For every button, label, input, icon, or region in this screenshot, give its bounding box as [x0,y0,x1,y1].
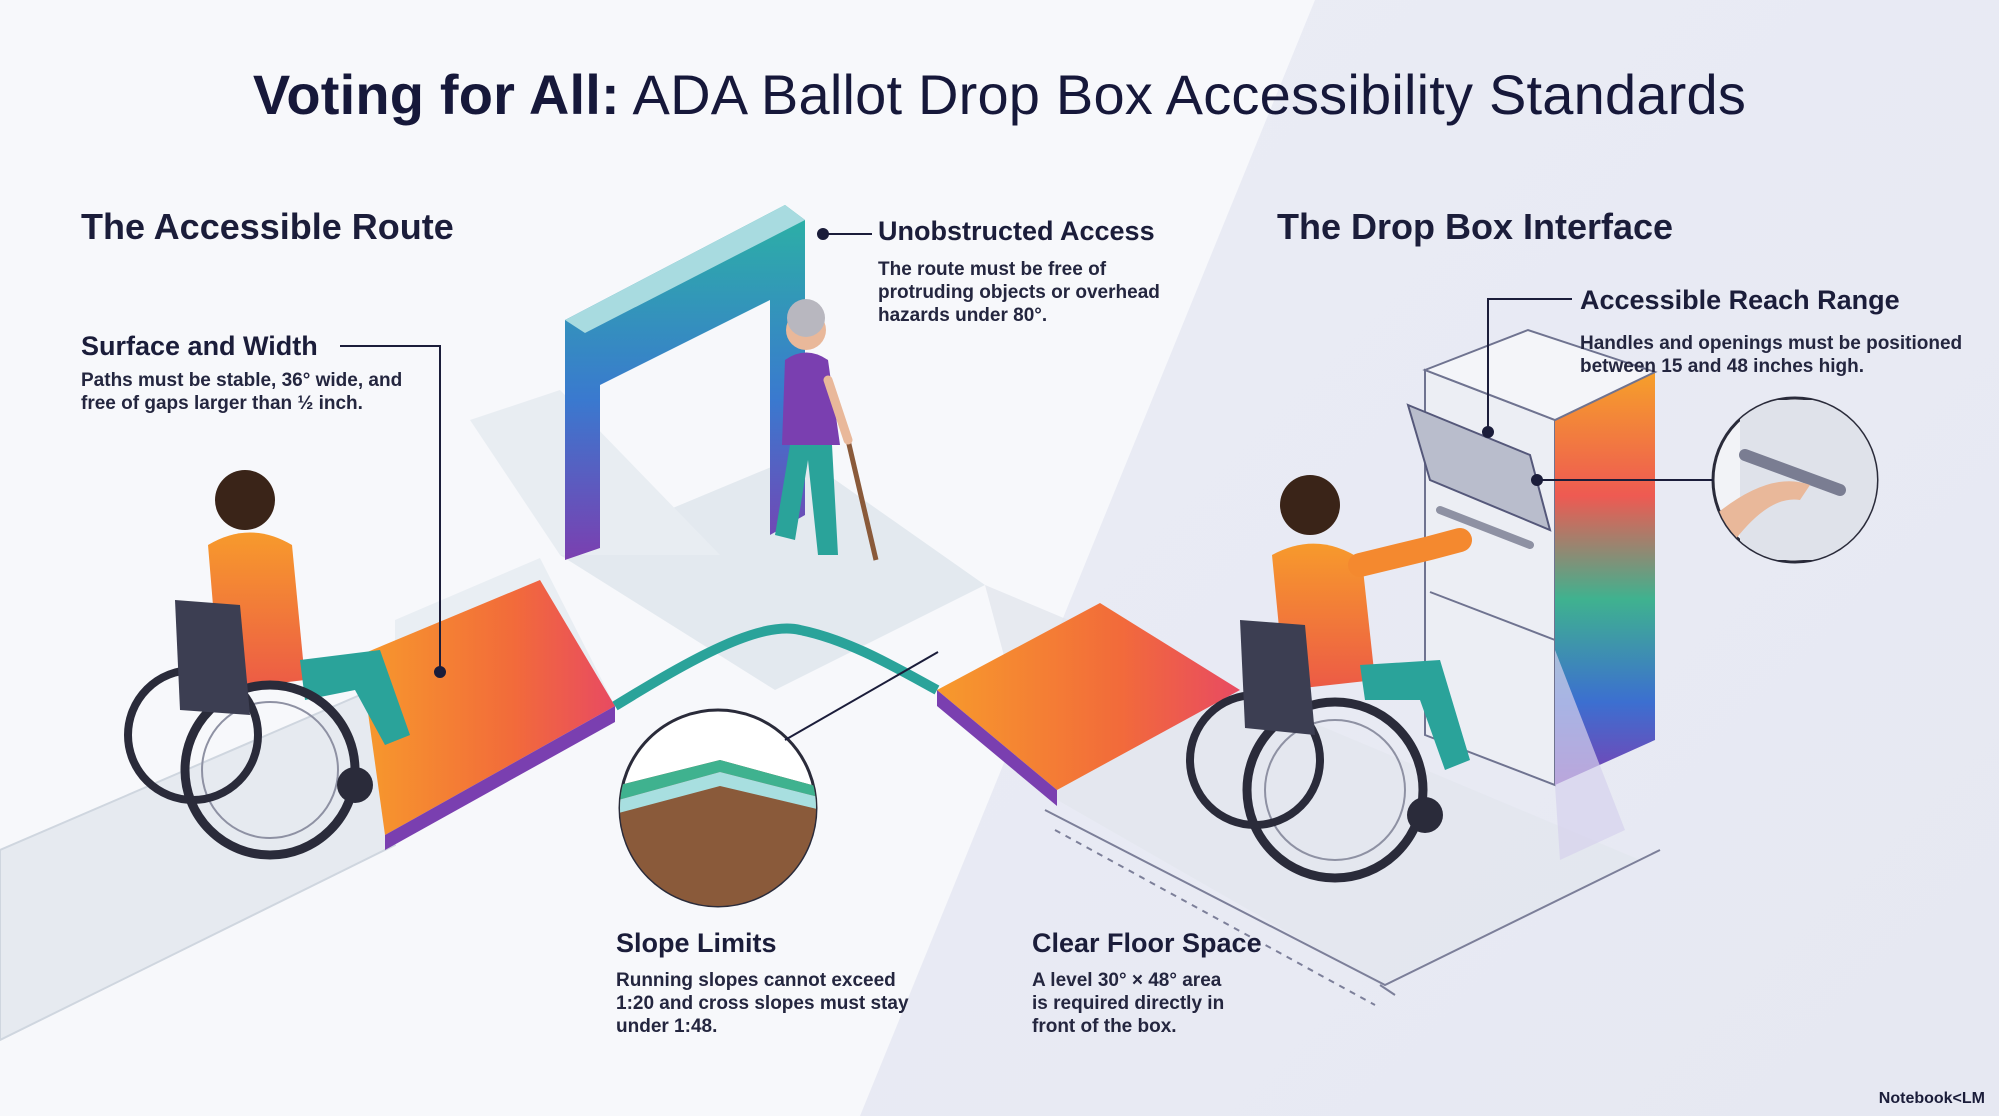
surface-width-label: Surface and Width [81,331,318,361]
section-accessible-route: The Accessible Route [81,206,454,247]
slope-limits-label: Slope Limits [616,928,777,958]
handle-detail-magnifier [1711,396,1879,564]
orange-tile-left [360,580,615,850]
wheelchair-user-left [124,470,410,860]
clear-floor-text: A level 30° × 48° area is required direc… [1032,970,1225,1037]
reach-range-text: Handles and openings must be positioned … [1580,333,1963,377]
surface-width-text: Paths must be stable, 36° wide, and free… [81,370,403,414]
unobstructed-access-text: The route must be free of protruding obj… [878,259,1160,326]
leader-lines [340,228,1713,678]
unobstructed-access-label: Unobstructed Access [878,216,1155,246]
reach-range-label: Accessible Reach Range [1580,285,1900,315]
wheelchair-user-right [1186,475,1472,883]
slope-detail-magnifier [618,651,939,908]
ballot-drop-box [1406,328,1658,860]
page-title: Voting for All: ADA Ballot Drop Box Acce… [252,63,1747,126]
clear-floor-label: Clear Floor Space [1032,928,1262,958]
section-drop-box-interface: The Drop Box Interface [1277,206,1674,247]
slope-ramp [612,623,940,711]
clear-floor-lines [1044,809,1661,1006]
notebooklm-logo: Notebook<LM [1878,1090,1985,1107]
walking-person [775,299,879,561]
slope-limits-text: Running slopes cannot exceed 1:20 and cr… [616,970,909,1037]
archway [565,205,805,560]
orange-tile-right [937,603,1240,806]
